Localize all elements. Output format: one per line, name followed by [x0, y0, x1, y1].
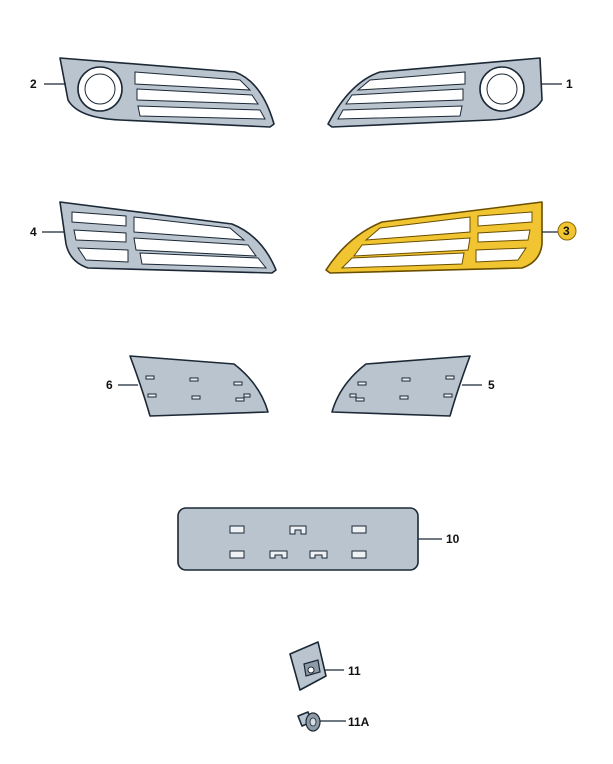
part-5-cover-right[interactable] [331, 355, 471, 417]
part-11-clip-nut[interactable] [289, 641, 327, 691]
callout-11a: 11A [348, 715, 370, 729]
part-4-grille-left[interactable] [59, 201, 277, 274]
callout-11: 11 [348, 664, 361, 678]
part-3-grille-right-highlighted[interactable] [325, 201, 543, 274]
part-1-grille-fog-right[interactable] [327, 57, 543, 128]
callout-5: 5 [488, 378, 495, 392]
callout-4: 4 [30, 225, 37, 239]
callout-6: 6 [106, 378, 113, 392]
part-2-grille-fog-left[interactable] [59, 57, 275, 128]
callout-3-badge [557, 221, 577, 241]
part-10-license-plate-bracket[interactable] [177, 507, 419, 571]
callout-1: 1 [566, 77, 573, 91]
callout-10: 10 [446, 532, 460, 546]
callout-2: 2 [30, 77, 37, 91]
part-6-cover-left[interactable] [129, 355, 269, 417]
part-11a-screw[interactable] [297, 711, 321, 732]
callout-3: 3 [563, 224, 570, 238]
